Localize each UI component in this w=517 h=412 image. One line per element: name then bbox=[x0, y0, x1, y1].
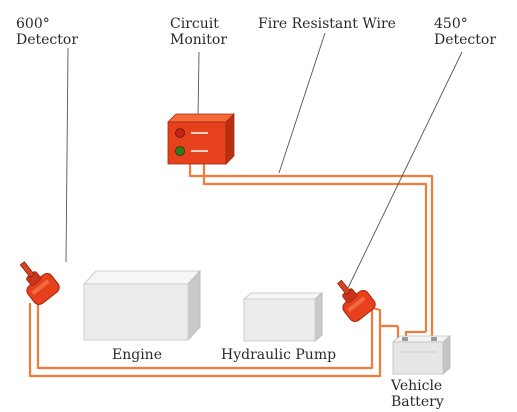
detector-450-label: 450° Detector bbox=[434, 16, 497, 48]
detector-600-label: 600° Detector bbox=[16, 16, 79, 48]
leader-lines bbox=[65, 32, 463, 289]
wire-loop bbox=[28, 160, 436, 378]
vehicle-battery-label: Vehicle Battery bbox=[391, 378, 444, 410]
heat-detector-icon bbox=[19, 261, 60, 305]
indicator-green-icon bbox=[175, 146, 185, 156]
heat-detector-icon bbox=[337, 279, 376, 322]
fire-resistant-wire-label: Fire Resistant Wire bbox=[258, 16, 396, 32]
hydraulic-pump-label: Hydraulic Pump bbox=[221, 347, 337, 363]
circuit-monitor-icon bbox=[167, 113, 235, 165]
engine-block bbox=[82, 269, 202, 342]
battery-icon bbox=[391, 335, 452, 375]
engine-label: Engine bbox=[112, 347, 162, 363]
circuit-monitor-label: Circuit Monitor bbox=[170, 16, 228, 48]
indicator-red-icon bbox=[175, 128, 185, 138]
hydraulic-pump-block bbox=[242, 291, 324, 343]
